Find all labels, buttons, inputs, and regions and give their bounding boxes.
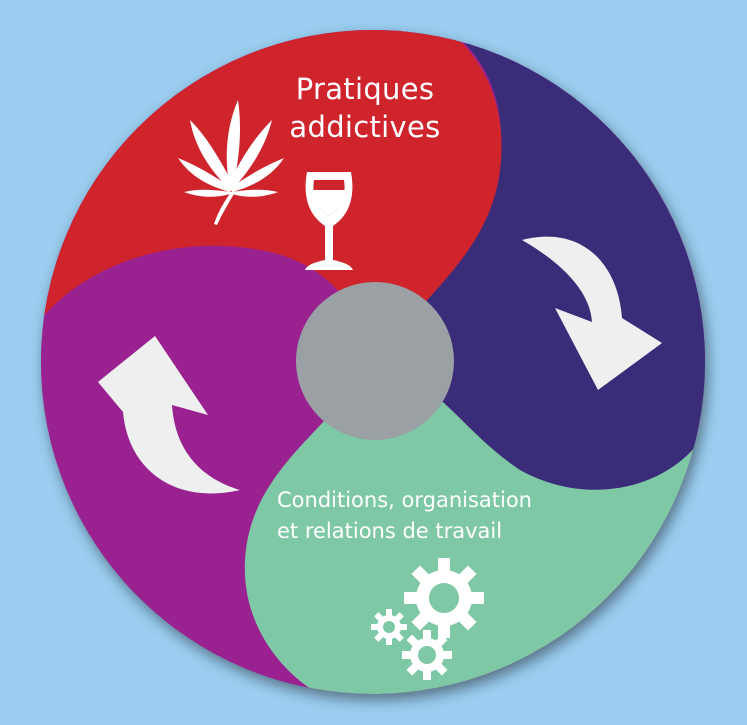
label-top-line1: Pratiques: [295, 72, 435, 106]
cycle-arrow-left: [98, 336, 240, 494]
center-hub: [296, 282, 454, 440]
label-bottom-line1: Conditions, organisation: [277, 488, 532, 512]
cycle-arrow-right: [522, 236, 662, 390]
gears-icon: [371, 558, 484, 680]
cannabis-leaf-icon: [178, 100, 284, 225]
label-bottom-line2: et relations de travail: [277, 519, 503, 543]
conditions-travail-label: Conditions, organisation et relations de…: [277, 485, 597, 547]
wine-glass-icon: [305, 172, 353, 270]
pratiques-addictives-label: Pratiques addictives: [255, 70, 475, 146]
label-top-line2: addictives: [289, 110, 441, 144]
